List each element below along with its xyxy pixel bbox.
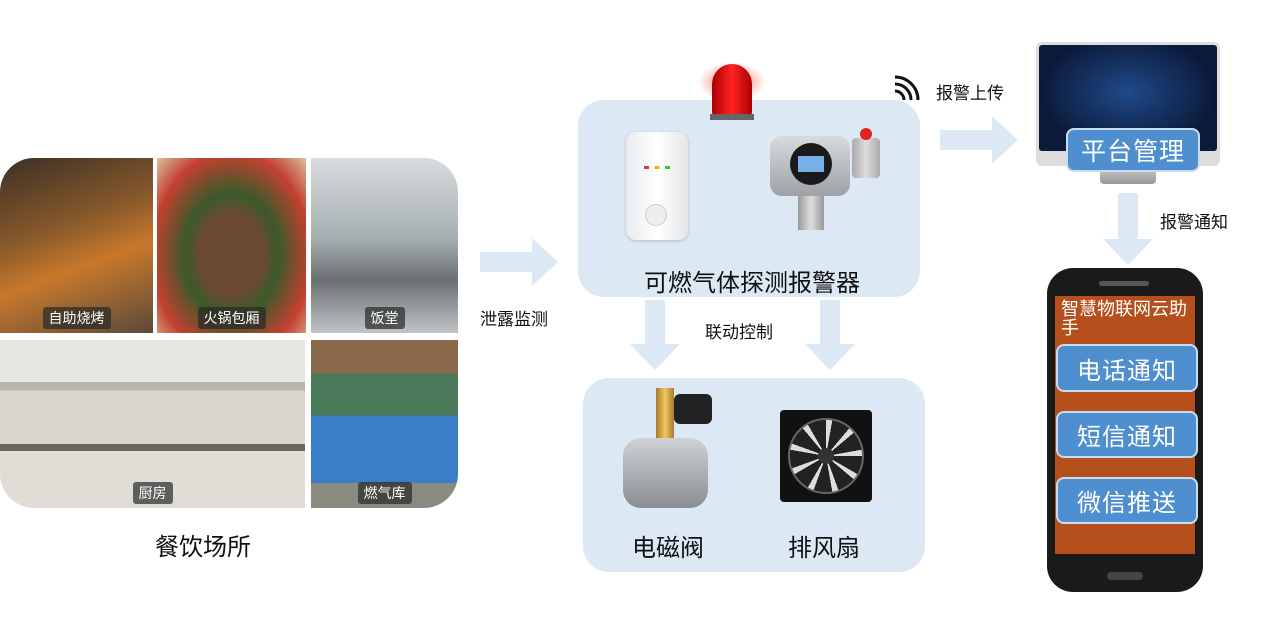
photo-label: 厨房 [132,482,173,504]
photo-gas-storage: 燃气库 [311,340,458,508]
arrow-right-icon [940,116,1018,164]
exhaust-fan-icon [780,410,872,502]
wechat-push-button[interactable]: 微信推送 [1056,477,1198,524]
phone-call-notify-button[interactable]: 电话通知 [1056,344,1198,392]
fan-label: 排风扇 [788,534,860,562]
industrial-gas-detector-icon [770,128,885,230]
linkage-control-label: 联动控制 [705,323,773,343]
venue-photo-grid: 自助烧烤 火锅包厢 饭堂 厨房 燃气库 [0,158,458,508]
household-gas-detector-icon [626,132,688,240]
platform-management-button[interactable]: 平台管理 [1066,128,1200,172]
photo-label: 火锅包厢 [197,307,266,329]
alarm-light-icon [698,58,766,128]
photo-label: 燃气库 [357,482,412,504]
sms-notify-button[interactable]: 短信通知 [1056,411,1198,458]
alarm-notify-label: 报警通知 [1160,213,1228,233]
photo-bbq: 自助烧烤 [0,158,153,333]
photo-hotpot: 火锅包厢 [157,158,306,333]
leak-monitor-label: 泄露监测 [480,310,548,330]
photo-canteen: 饭堂 [311,158,458,333]
photo-kitchen: 厨房 [0,340,305,508]
arrow-right-icon [480,238,558,286]
photo-label: 饭堂 [364,307,405,329]
alarm-upload-label: 报警上传 [936,84,1004,104]
valve-label: 电磁阀 [632,534,704,562]
arrow-down-icon [630,300,680,370]
wireless-signal-icon [894,75,920,101]
arrow-down-icon [1103,193,1153,265]
venues-title: 餐饮场所 [155,533,251,561]
solenoid-valve-icon [618,388,718,513]
photo-label: 自助烧烤 [42,307,111,329]
arrow-down-icon [805,300,855,370]
phone-app-title: 智慧物联网云助手 [1061,299,1187,339]
detector-title: 可燃气体探测报警器 [644,269,860,297]
